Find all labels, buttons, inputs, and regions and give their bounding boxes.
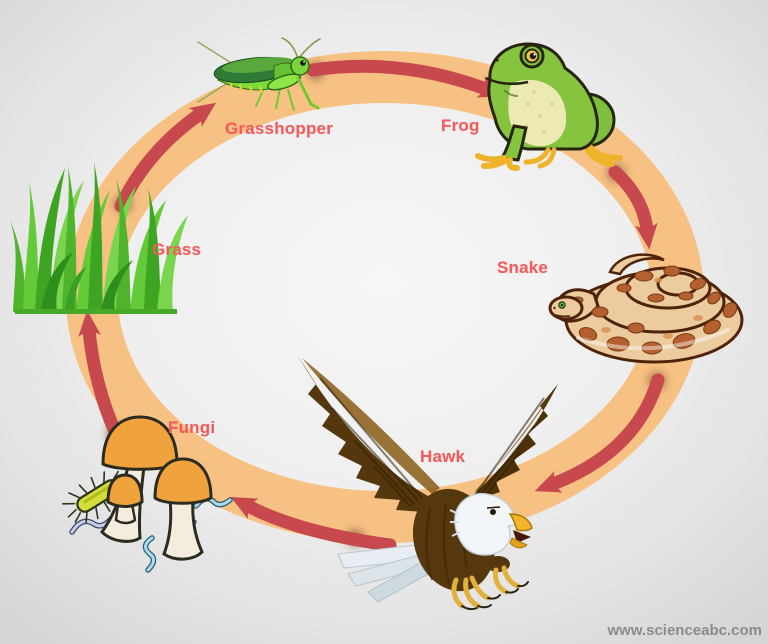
hawk-icon <box>298 356 558 611</box>
grass-icon <box>10 162 188 314</box>
snake-icon <box>548 253 744 364</box>
label-snake: Snake <box>497 258 549 277</box>
label-grasshopper: Grasshopper <box>225 119 334 138</box>
arrow-frog-to-snake <box>608 165 658 250</box>
label-fungi: Fungi <box>168 418 216 437</box>
arrow-snake-to-hawk <box>534 373 665 493</box>
watermark: www.scienceabc.com <box>607 622 762 639</box>
frog-icon <box>475 42 623 171</box>
label-frog: Frog <box>441 116 480 135</box>
label-hawk: Hawk <box>420 447 466 466</box>
arrow-grasshopper-to-frog <box>306 59 505 98</box>
arrow-hawk-to-fungi <box>230 496 397 552</box>
arrow-grass-to-grasshopper <box>114 102 217 213</box>
fungi-icon <box>62 415 233 573</box>
grasshopper-icon <box>197 37 321 111</box>
label-grass: Grass <box>152 240 202 259</box>
arrow-fungi-to-grass <box>78 310 123 441</box>
